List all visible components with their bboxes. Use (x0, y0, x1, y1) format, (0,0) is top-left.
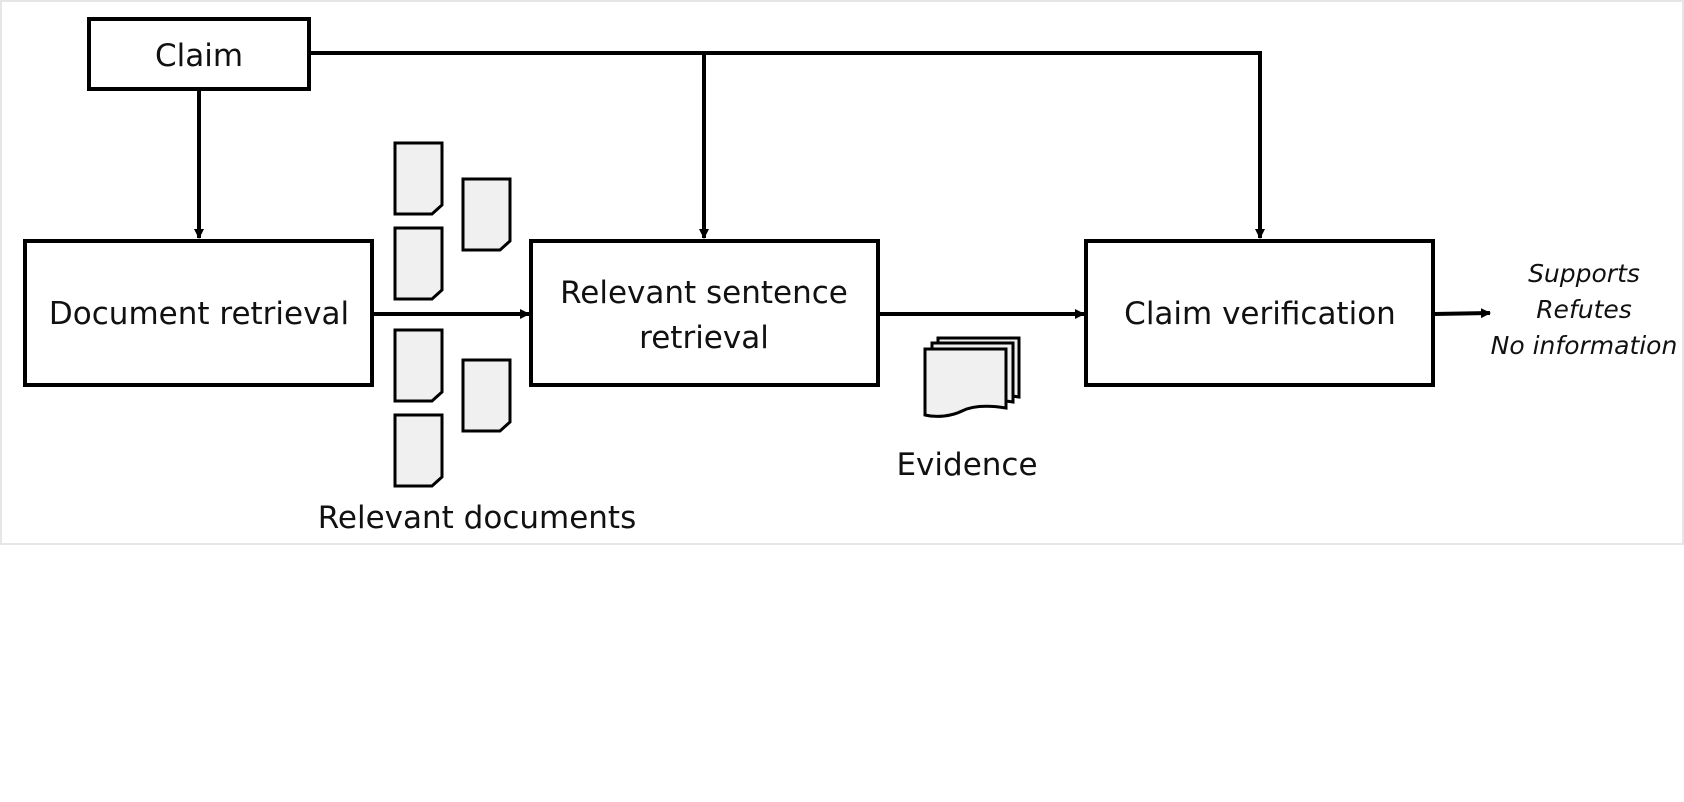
sentence-retrieval-label-line1: Relevant sentence (560, 275, 848, 311)
document-retrieval-box: Document retrieval (23, 239, 374, 387)
claim-verification-label: Claim verification (1124, 296, 1396, 332)
document-icon (393, 141, 444, 216)
output-label-refutes: Refutes (1536, 295, 1632, 324)
document-icon (461, 358, 512, 433)
document-icon (461, 177, 512, 252)
document-icon (393, 328, 444, 403)
sentence-retrieval-label-line2: retrieval (639, 320, 769, 356)
claim-box: Claim (87, 17, 311, 91)
output-label-supports: Supports (1528, 259, 1640, 288)
document-retrieval-label: Document retrieval (49, 296, 349, 332)
document-icon (393, 226, 444, 301)
relevant-documents-group: Relevant documents (318, 141, 636, 536)
connectors (194, 51, 1491, 319)
sentence-retrieval-box: Relevant sentence retrieval (529, 239, 880, 387)
claim-verification-box: Claim verification (1084, 239, 1435, 387)
evidence-group: Evidence (896, 336, 1038, 483)
relevant-documents-label: Relevant documents (318, 500, 636, 536)
claim-label: Claim (155, 38, 243, 74)
arrow-verification-to-output (1433, 308, 1491, 319)
document-stack-icon (923, 336, 1021, 418)
verification-outputs: Supports Refutes No information (1491, 259, 1678, 360)
output-label-no-information: No information (1491, 331, 1678, 360)
document-icon (393, 413, 444, 488)
evidence-label: Evidence (896, 447, 1037, 483)
